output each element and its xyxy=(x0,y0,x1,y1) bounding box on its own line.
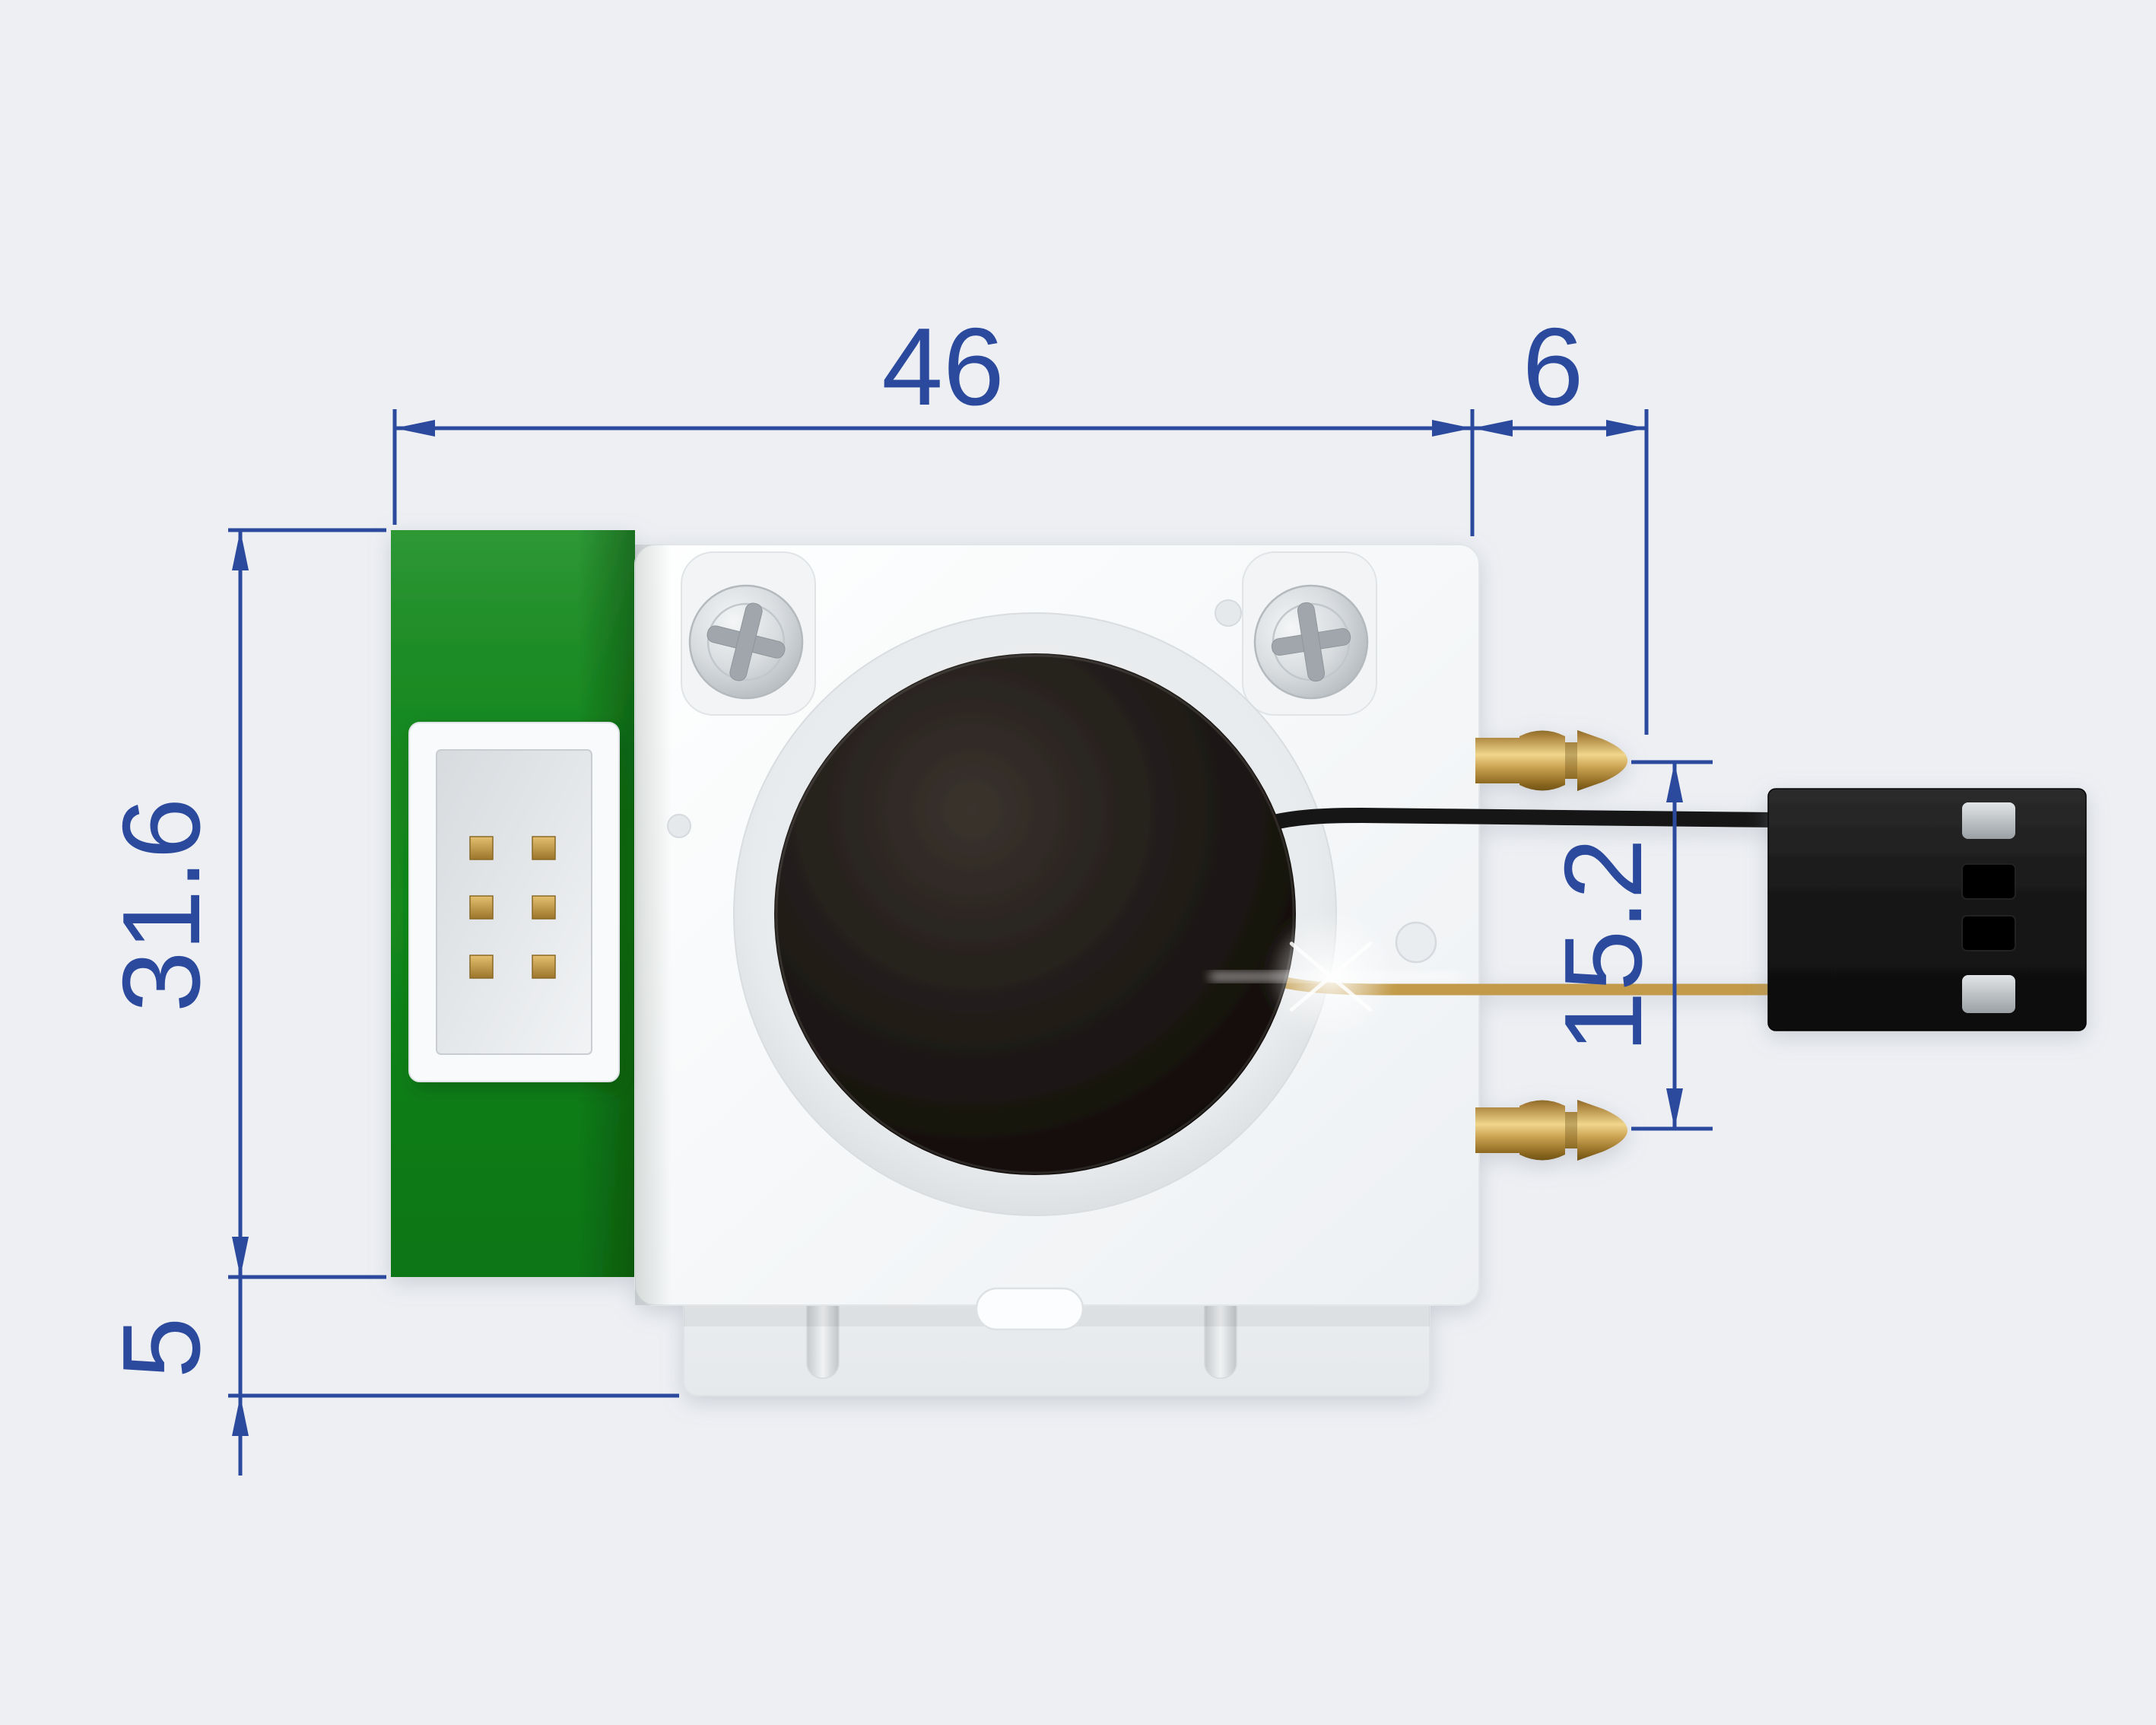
arrow-width-right xyxy=(1432,420,1472,437)
connector-pin xyxy=(469,836,494,860)
dimension-arrows-and-labels: 46 6 31.6 5 15.2 xyxy=(100,305,1683,1436)
dimension-annotations: 46 6 31.6 5 15.2 xyxy=(100,305,1713,1476)
pump-head-cover xyxy=(774,653,1296,1175)
idc-connector-recess xyxy=(436,749,592,1055)
flare-streak xyxy=(1209,974,1460,980)
body-slot xyxy=(975,1287,1084,1331)
extension-lines xyxy=(228,409,1713,1398)
connector-contact-4 xyxy=(1962,975,2015,1013)
body-hole-top xyxy=(1215,599,1242,627)
arrow-port-top xyxy=(1666,762,1683,802)
dim-barb-value: 6 xyxy=(1523,305,1584,428)
body-hole-left xyxy=(667,814,691,838)
phillips-cross-icon xyxy=(706,602,786,681)
pump-body-left-shadow xyxy=(635,545,672,1305)
connector-pin xyxy=(469,895,494,920)
pump-head-rim-highlight xyxy=(775,654,1295,1174)
screw-left xyxy=(688,584,804,700)
idc-connector-pins xyxy=(469,836,556,979)
connector-pin xyxy=(532,955,556,979)
connector-contact-3 xyxy=(1961,915,2016,951)
arrow-pcb-bottom xyxy=(232,1237,249,1277)
cable-connector-housing xyxy=(1767,788,2087,1031)
flare-star-icon xyxy=(1289,942,1373,1012)
arrow-barb-left xyxy=(1472,420,1513,437)
connector-contact-2 xyxy=(1961,863,2016,900)
arrow-width-left xyxy=(395,420,435,437)
arrow-port-bottom xyxy=(1666,1088,1683,1129)
arrow-pcb-top xyxy=(232,530,249,570)
pump-assembly xyxy=(391,530,1848,1396)
idc-connector xyxy=(408,722,620,1082)
screw-right xyxy=(1253,584,1369,700)
connector-pin xyxy=(469,955,494,979)
arrow-barb-right xyxy=(1606,420,1646,437)
dim-port-spacing-value: 15.2 xyxy=(1542,838,1665,1053)
cable-connector xyxy=(1767,788,2087,1031)
connector-pin xyxy=(532,895,556,920)
connector-pin xyxy=(532,836,556,860)
phillips-cross-icon xyxy=(1271,602,1351,682)
dim-bracket-offset-value: 5 xyxy=(100,1317,223,1379)
body-hole-right xyxy=(1395,921,1437,964)
dim-pcb-height-value: 31.6 xyxy=(100,798,223,1012)
pump-head xyxy=(774,653,1296,1175)
lens-flare xyxy=(1209,912,1460,1041)
dim-width-value: 46 xyxy=(881,305,1004,428)
connector-contact-1 xyxy=(1962,802,2015,839)
arrow-bracket-bottom xyxy=(232,1396,249,1436)
